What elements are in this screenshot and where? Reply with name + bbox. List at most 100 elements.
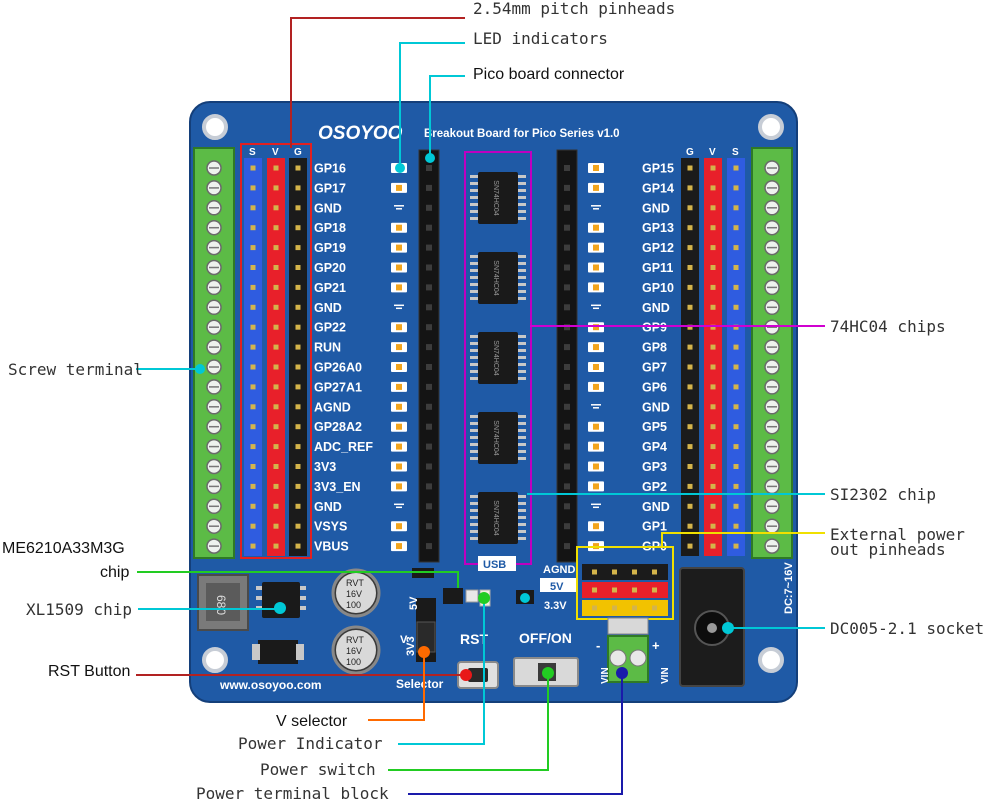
header-pin[interactable] [250, 464, 256, 469]
header-pin[interactable] [710, 424, 716, 430]
header-pin[interactable] [733, 205, 739, 211]
header-pin[interactable] [710, 205, 716, 211]
header-pin[interactable] [250, 364, 256, 370]
header-pin[interactable] [710, 384, 716, 390]
header-pin[interactable] [250, 424, 256, 430]
header-pin[interactable] [250, 384, 256, 390]
header-pin[interactable] [295, 304, 301, 310]
header-pin[interactable] [733, 344, 739, 350]
header-pin[interactable] [295, 165, 301, 171]
header-pin[interactable] [295, 284, 301, 290]
header-pin[interactable] [733, 483, 739, 489]
header-pin[interactable] [295, 265, 301, 270]
header-pin[interactable] [295, 523, 301, 529]
header-pin[interactable] [687, 245, 693, 251]
header-pin[interactable] [733, 304, 739, 310]
header-pin[interactable] [295, 444, 301, 450]
header-pin[interactable] [733, 364, 739, 370]
header-pin[interactable] [733, 225, 739, 231]
header-pin[interactable] [295, 364, 301, 370]
header-pin[interactable] [273, 464, 279, 469]
header-pin[interactable] [250, 483, 256, 489]
power-header-pin[interactable] [592, 569, 597, 575]
header-pin[interactable] [273, 424, 279, 430]
header-pin[interactable] [295, 225, 301, 231]
header-pin[interactable] [733, 165, 739, 171]
header-pin[interactable] [687, 364, 693, 370]
header-pin[interactable] [250, 245, 256, 251]
header-pin[interactable] [295, 424, 301, 430]
header-pin[interactable] [687, 165, 693, 171]
header-pin[interactable] [733, 464, 739, 469]
header-pin[interactable] [710, 265, 716, 270]
header-pin[interactable] [733, 284, 739, 290]
power-header-pin[interactable] [652, 587, 657, 593]
power-header-pin[interactable] [632, 569, 637, 575]
power-header-pin[interactable] [652, 605, 657, 611]
header-pin[interactable] [250, 185, 256, 191]
header-pin[interactable] [295, 384, 301, 390]
header-pin[interactable] [687, 284, 693, 290]
header-pin[interactable] [710, 245, 716, 251]
header-pin[interactable] [687, 523, 693, 529]
header-pin[interactable] [733, 324, 739, 330]
power-header-pin[interactable] [632, 605, 637, 611]
power-header-pin[interactable] [612, 587, 617, 593]
header-pin[interactable] [687, 503, 693, 509]
header-pin[interactable] [250, 523, 256, 529]
header-pin[interactable] [250, 304, 256, 310]
header-pin[interactable] [250, 503, 256, 509]
header-pin[interactable] [250, 404, 256, 410]
header-pin[interactable] [710, 284, 716, 290]
header-pin[interactable] [710, 304, 716, 310]
header-pin[interactable] [710, 404, 716, 410]
header-pin[interactable] [295, 245, 301, 251]
header-pin[interactable] [733, 245, 739, 251]
header-pin[interactable] [295, 185, 301, 191]
header-pin[interactable] [687, 265, 693, 270]
header-pin[interactable] [273, 185, 279, 191]
header-pin[interactable] [273, 245, 279, 251]
header-pin[interactable] [273, 483, 279, 489]
header-pin[interactable] [273, 364, 279, 370]
power-header-pin[interactable] [612, 569, 617, 575]
header-pin[interactable] [250, 225, 256, 231]
header-pin[interactable] [273, 225, 279, 231]
header-pin[interactable] [273, 324, 279, 330]
header-pin[interactable] [250, 344, 256, 350]
header-pin[interactable] [687, 225, 693, 231]
header-pin[interactable] [710, 225, 716, 231]
header-pin[interactable] [710, 503, 716, 509]
header-pin[interactable] [250, 205, 256, 211]
header-pin[interactable] [273, 384, 279, 390]
header-pin[interactable] [273, 444, 279, 450]
header-pin[interactable] [273, 523, 279, 529]
header-pin[interactable] [687, 404, 693, 410]
header-pin[interactable] [250, 444, 256, 450]
header-pin[interactable] [733, 404, 739, 410]
header-pin[interactable] [733, 543, 739, 549]
header-pin[interactable] [710, 364, 716, 370]
header-pin[interactable] [250, 165, 256, 171]
header-pin[interactable] [273, 344, 279, 350]
header-pin[interactable] [710, 185, 716, 191]
header-pin[interactable] [687, 424, 693, 430]
header-pin[interactable] [295, 464, 301, 469]
header-pin[interactable] [687, 324, 693, 330]
header-pin[interactable] [273, 503, 279, 509]
header-pin[interactable] [273, 543, 279, 549]
header-pin[interactable] [733, 384, 739, 390]
header-pin[interactable] [295, 324, 301, 330]
header-pin[interactable] [733, 424, 739, 430]
power-header-pin[interactable] [612, 605, 617, 611]
header-pin[interactable] [295, 503, 301, 509]
header-pin[interactable] [687, 304, 693, 310]
header-pin[interactable] [295, 483, 301, 489]
header-pin[interactable] [710, 165, 716, 171]
header-pin[interactable] [710, 464, 716, 469]
header-pin[interactable] [273, 304, 279, 310]
header-pin[interactable] [733, 503, 739, 509]
header-pin[interactable] [687, 185, 693, 191]
header-pin[interactable] [733, 523, 739, 529]
header-pin[interactable] [250, 284, 256, 290]
